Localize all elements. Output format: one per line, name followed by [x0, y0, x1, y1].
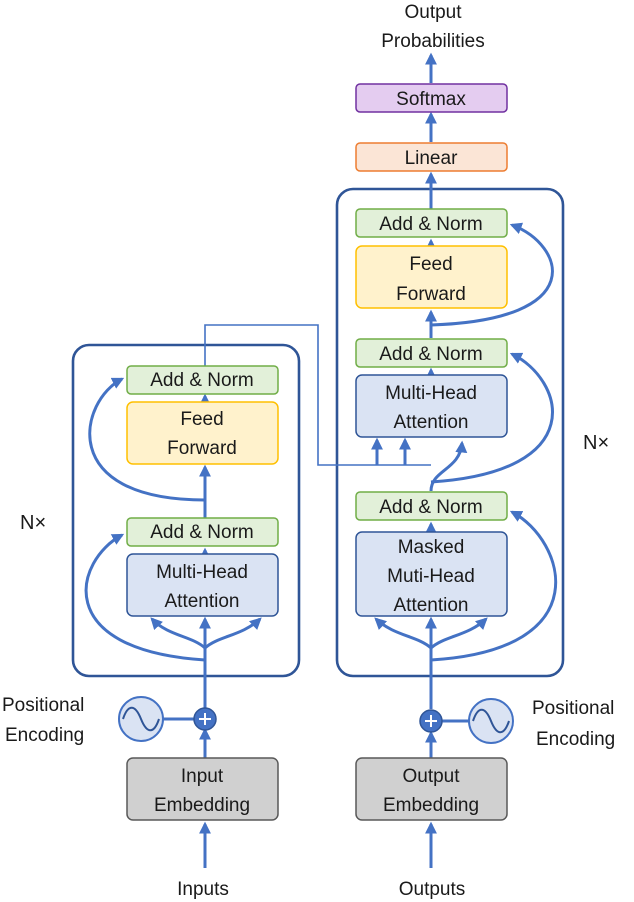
- encoder-feed-forward-line1: Feed: [180, 409, 223, 430]
- encoder-pe-label-line1: Positional: [2, 695, 84, 716]
- decoder-masked-fan-right: [429, 617, 488, 650]
- decoder-pe-label-line2: Encoding: [536, 729, 615, 750]
- encoder-pe-label-line2: Encoding: [5, 725, 84, 746]
- output-embedding-line1: Output: [402, 766, 460, 787]
- encoder-repeat-label: N×: [20, 512, 46, 534]
- encoder-feed-forward: Feed Forward: [126, 401, 279, 465]
- encoder-attn-fan-right: [203, 617, 262, 650]
- encoder-add-norm-top-label: Add & Norm: [150, 370, 253, 391]
- decoder-sum-icon: [419, 709, 443, 733]
- decoder-masked-attention: Masked Muti-Head Attention: [355, 531, 508, 617]
- encoder-residual-top: [88, 377, 206, 502]
- encoder-block-frame: [71, 343, 301, 678]
- decoder-masked-attention-line3: Attention: [394, 595, 469, 616]
- decoder-addnorm-to-query: [429, 440, 468, 492]
- decoder-cross-attention-line1: Multi-Head: [385, 383, 477, 404]
- encoder-add-norm-top: Add & Norm: [126, 365, 279, 395]
- decoder-feed-forward-line1: Feed: [409, 254, 452, 275]
- encoder-residual-bottom: [84, 533, 206, 662]
- encoder-positional-encoding-icon: [118, 696, 164, 742]
- decoder-positional-encoding-icon: [468, 698, 514, 744]
- encoder-add-norm-bottom-label: Add & Norm: [150, 522, 253, 543]
- decoder-repeat-label: N×: [583, 432, 609, 454]
- decoder-cross-attention: Multi-Head Attention: [355, 374, 508, 438]
- decoder-add-norm-middle: Add & Norm: [355, 338, 508, 368]
- encoder-feed-forward-line2: Forward: [167, 438, 237, 459]
- inputs-label: Inputs: [177, 879, 229, 900]
- decoder-residual-bottom: [430, 510, 557, 662]
- outputs-label: Outputs: [399, 879, 466, 900]
- decoder-add-norm-top-label: Add & Norm: [379, 214, 482, 235]
- encoder-add-norm-bottom: Add & Norm: [126, 517, 279, 547]
- encoder-sum-icon: [193, 707, 217, 731]
- softmax-label: Softmax: [396, 89, 466, 110]
- decoder-masked-fan-left: [374, 617, 433, 650]
- decoder-feed-forward: Feed Forward: [355, 245, 508, 309]
- output-probabilities-line1: Output: [404, 2, 462, 23]
- decoder-add-norm-bottom-label: Add & Norm: [379, 497, 482, 518]
- decoder-cross-attention-line2: Attention: [394, 412, 469, 433]
- encoder-attention-line1: Multi-Head: [156, 562, 248, 583]
- input-embedding: Input Embedding: [126, 757, 279, 821]
- decoder-add-norm-middle-label: Add & Norm: [379, 344, 482, 365]
- output-probabilities-line2: Probabilities: [381, 31, 485, 52]
- decoder-feed-forward-line2: Forward: [396, 284, 466, 305]
- decoder-block-frame: [335, 187, 565, 678]
- input-embedding-line1: Input: [181, 766, 224, 787]
- encoder-attn-fan-left: [150, 617, 207, 650]
- linear-label: Linear: [405, 148, 458, 169]
- encoder-attention-line2: Attention: [165, 591, 240, 612]
- decoder-masked-attention-line1: Masked: [398, 537, 465, 558]
- encoder-to-decoder-link: [204, 324, 431, 466]
- decoder-masked-attention-line2: Muti-Head: [387, 566, 475, 587]
- decoder-residual-top: [430, 222, 554, 327]
- decoder-pe-label-line1: Positional: [532, 698, 614, 719]
- output-embedding: Output Embedding: [355, 757, 508, 821]
- encoder-multi-head-attention: Multi-Head Attention: [126, 553, 279, 617]
- linear-layer: Linear: [355, 142, 508, 172]
- softmax-layer: Softmax: [355, 83, 508, 113]
- input-embedding-line2: Embedding: [154, 795, 250, 816]
- decoder-add-norm-top: Add & Norm: [355, 208, 508, 238]
- decoder-add-norm-bottom: Add & Norm: [355, 491, 508, 521]
- output-embedding-line2: Embedding: [383, 795, 479, 816]
- decoder-residual-middle: [430, 352, 554, 484]
